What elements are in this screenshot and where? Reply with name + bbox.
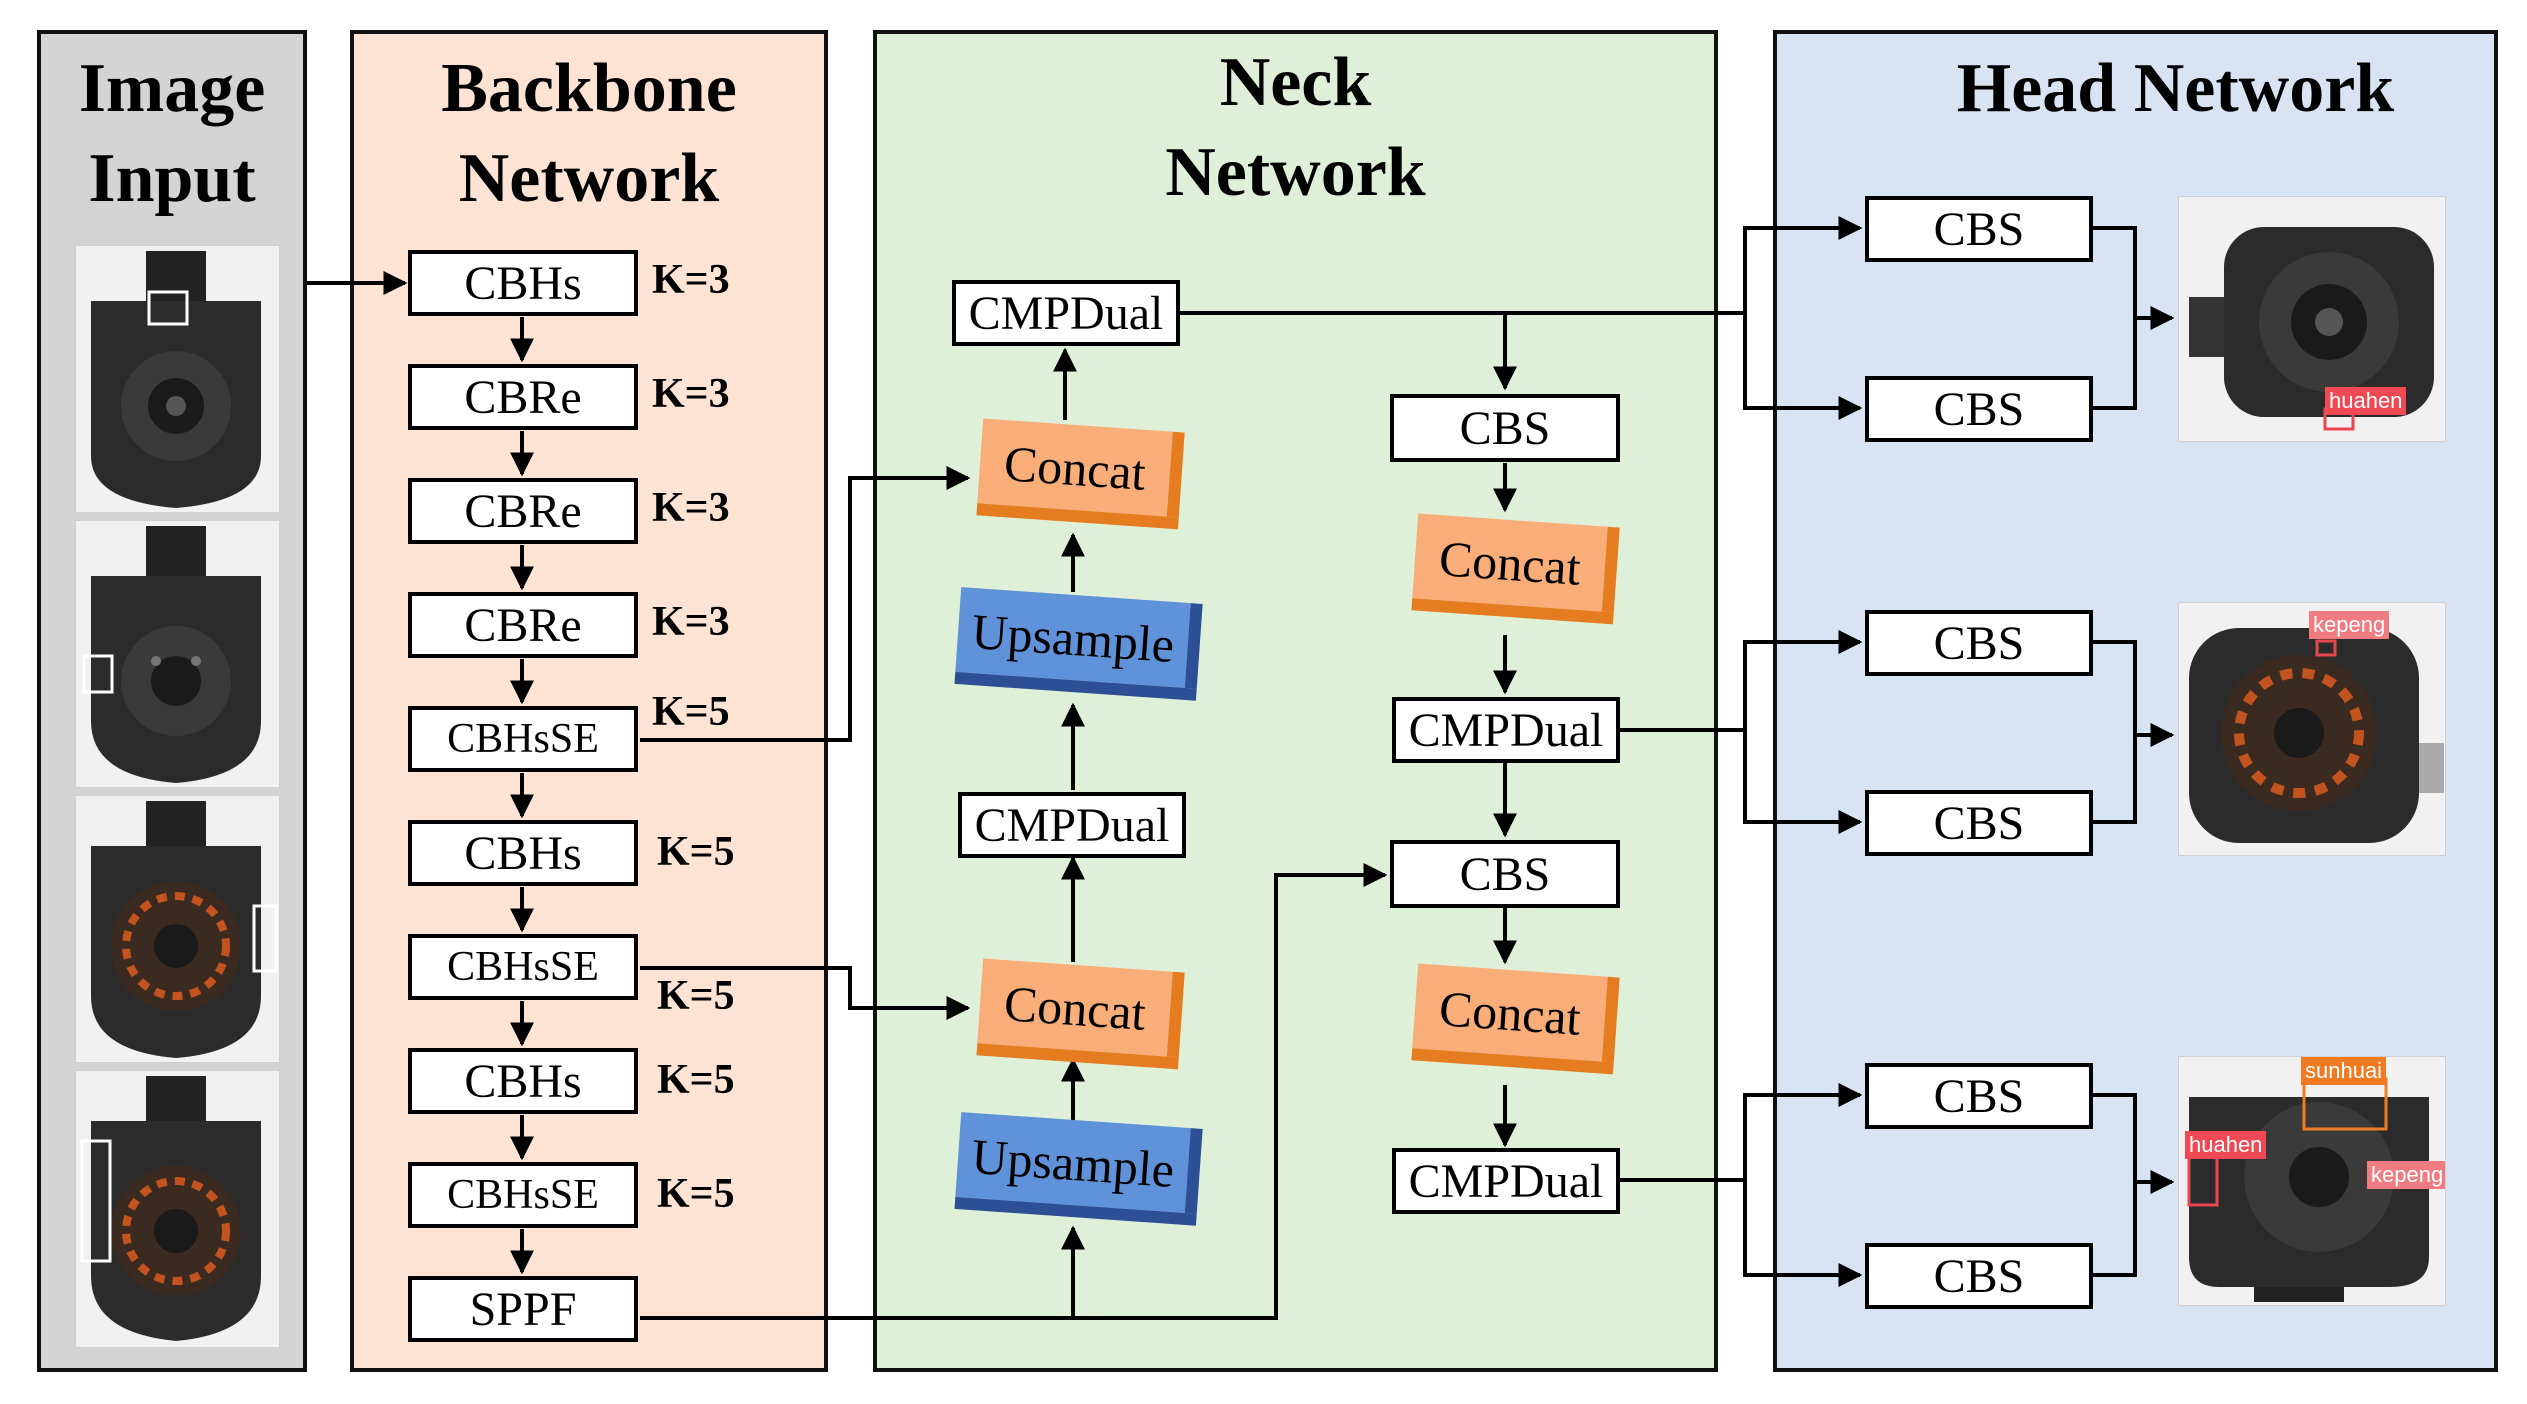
backbone-block-cbhs-2: CBHs <box>408 820 638 886</box>
kernel-label: K=3 <box>652 257 730 303</box>
image-input-title-line1: Image <box>78 50 266 127</box>
connector-image <box>2189 227 2434 431</box>
neck-concat-2-label: Concat <box>977 958 1173 1057</box>
backbone-block-cbhsse-3: CBHsSE <box>408 1162 638 1228</box>
connector-image <box>80 1076 261 1341</box>
neck-title-line2: Network <box>1165 134 1426 211</box>
backbone-title-line1: Backbone <box>441 50 737 127</box>
neck-cmpdual-mid: CMPDual <box>958 792 1186 858</box>
backbone-block-sppf: SPPF <box>408 1276 638 1342</box>
neck-concat-right-2-label: Concat <box>1412 963 1608 1062</box>
detection-label: kepeng <box>2309 611 2390 639</box>
neck-upsample-1: Upsample <box>954 587 1203 701</box>
neck-concat-right-1-label: Concat <box>1412 513 1608 612</box>
connector-image <box>91 251 261 508</box>
head-cbs-3a: CBS <box>1865 1063 2093 1129</box>
neck-title: Neck Network <box>877 38 1714 218</box>
kernel-label: K=5 <box>657 1057 735 1103</box>
backbone-block-cbre-2: CBRe <box>408 478 638 544</box>
input-photo-3 <box>75 795 280 1063</box>
neck-concat-right-1: Concat <box>1411 513 1620 625</box>
neck-cbs-1: CBS <box>1390 394 1620 462</box>
kernel-label: K=5 <box>657 973 735 1019</box>
detection-label: kepeng <box>2367 1161 2445 1189</box>
neck-cmpdual-top: CMPDual <box>952 280 1180 346</box>
neck-concat-1: Concat <box>976 418 1185 530</box>
kernel-label: K=5 <box>657 829 735 875</box>
backbone-block-cbhsse-2: CBHsSE <box>408 934 638 1000</box>
neck-concat-1-label: Concat <box>977 418 1173 517</box>
output-photo-3: sunhuai huahen kepeng <box>2178 1056 2446 1306</box>
backbone-title: Backbone Network <box>354 44 824 224</box>
head-cbs-1a: CBS <box>1865 196 2093 262</box>
detection-label: huahen <box>2325 387 2407 415</box>
head-cbs-2b: CBS <box>1865 790 2093 856</box>
backbone-block-cbhsse-1: CBHsSE <box>408 706 638 772</box>
neck-cbs-2: CBS <box>1390 840 1620 908</box>
backbone-block-cbhs-1: CBHs <box>408 250 638 316</box>
output-photo-1: huahen <box>2178 196 2446 442</box>
neck-upsample-2-label: Upsample <box>955 1112 1191 1213</box>
detection-label: huahen <box>2185 1131 2267 1159</box>
neck-concat-right-2: Concat <box>1411 963 1620 1075</box>
neck-upsample-1-label: Upsample <box>955 587 1191 688</box>
neck-title-line1: Neck <box>1219 44 1372 121</box>
image-input-title: Image Input <box>41 44 303 224</box>
backbone-block-cbre-1: CBRe <box>408 364 638 430</box>
input-photo-2 <box>75 520 280 788</box>
connector-image <box>91 801 278 1058</box>
kernel-label: K=5 <box>652 689 730 735</box>
backbone-block-cbre-3: CBRe <box>408 592 638 658</box>
output-photo-2: kepeng <box>2178 602 2446 856</box>
backbone-title-line2: Network <box>458 140 720 217</box>
detection-label: sunhuai <box>2301 1057 2387 1085</box>
head-cbs-1b: CBS <box>1865 376 2093 442</box>
input-photo-4 <box>75 1070 280 1348</box>
neck-cmpdual-right-2: CMPDual <box>1392 1148 1620 1214</box>
neck-cmpdual-right-1: CMPDual <box>1392 697 1620 763</box>
connector-image <box>2189 628 2444 843</box>
image-input-title-line2: Input <box>88 140 256 217</box>
kernel-label: K=5 <box>657 1171 735 1217</box>
connector-image <box>82 526 261 783</box>
head-cbs-3b: CBS <box>1865 1243 2093 1309</box>
kernel-label: K=3 <box>652 371 730 417</box>
kernel-label: K=3 <box>652 485 730 531</box>
neck-concat-2: Concat <box>976 958 1185 1070</box>
input-photo-1 <box>75 245 280 513</box>
head-cbs-2a: CBS <box>1865 610 2093 676</box>
head-title: Head Network <box>1956 50 2395 127</box>
backbone-block-cbhs-3: CBHs <box>408 1048 638 1114</box>
kernel-label: K=3 <box>652 599 730 645</box>
neck-upsample-2: Upsample <box>954 1112 1203 1226</box>
